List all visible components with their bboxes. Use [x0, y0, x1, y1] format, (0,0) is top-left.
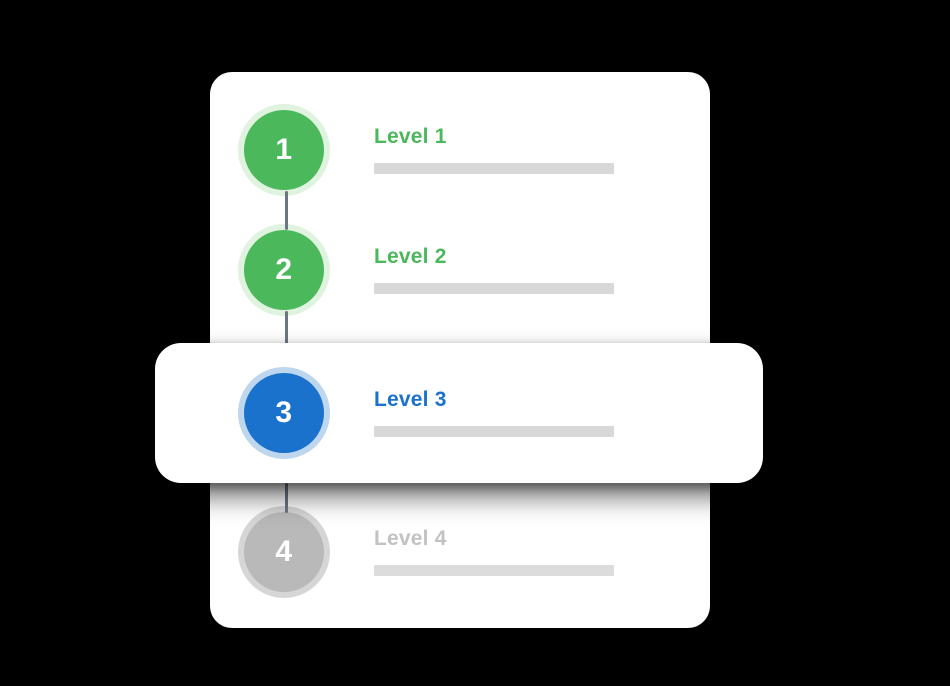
step-placeholder-bar-4	[374, 565, 614, 576]
connector-line-1-2	[285, 191, 288, 230]
step-title-1: Level 1	[374, 125, 447, 148]
step-placeholder-bar-2	[374, 283, 614, 294]
step-row-level-4[interactable]: 4 Level 4	[210, 504, 710, 600]
step-card-level-3-highlighted[interactable]: 3 Level 3	[155, 343, 763, 483]
connector-line-3-4	[285, 483, 288, 513]
step-badge-3[interactable]: 3	[244, 373, 324, 453]
step-badge-4[interactable]: 4	[244, 512, 324, 592]
step-badge-2[interactable]: 2	[244, 230, 324, 310]
step-title-4: Level 4	[374, 527, 447, 550]
step-title-2: Level 2	[374, 245, 447, 268]
connector-line-2-3	[285, 311, 288, 353]
step-row-level-1[interactable]: 1 Level 1	[210, 102, 710, 198]
step-title-3: Level 3	[374, 388, 447, 411]
step-row-level-2[interactable]: 2 Level 2	[210, 222, 710, 318]
step-placeholder-bar-1	[374, 163, 614, 174]
step-placeholder-bar-3	[374, 426, 614, 437]
step-badge-1[interactable]: 1	[244, 110, 324, 190]
step-text-4: Level 4	[374, 528, 614, 576]
step-text-1: Level 1	[374, 126, 614, 174]
step-text-3: Level 3	[374, 389, 614, 437]
step-text-2: Level 2	[374, 246, 614, 294]
